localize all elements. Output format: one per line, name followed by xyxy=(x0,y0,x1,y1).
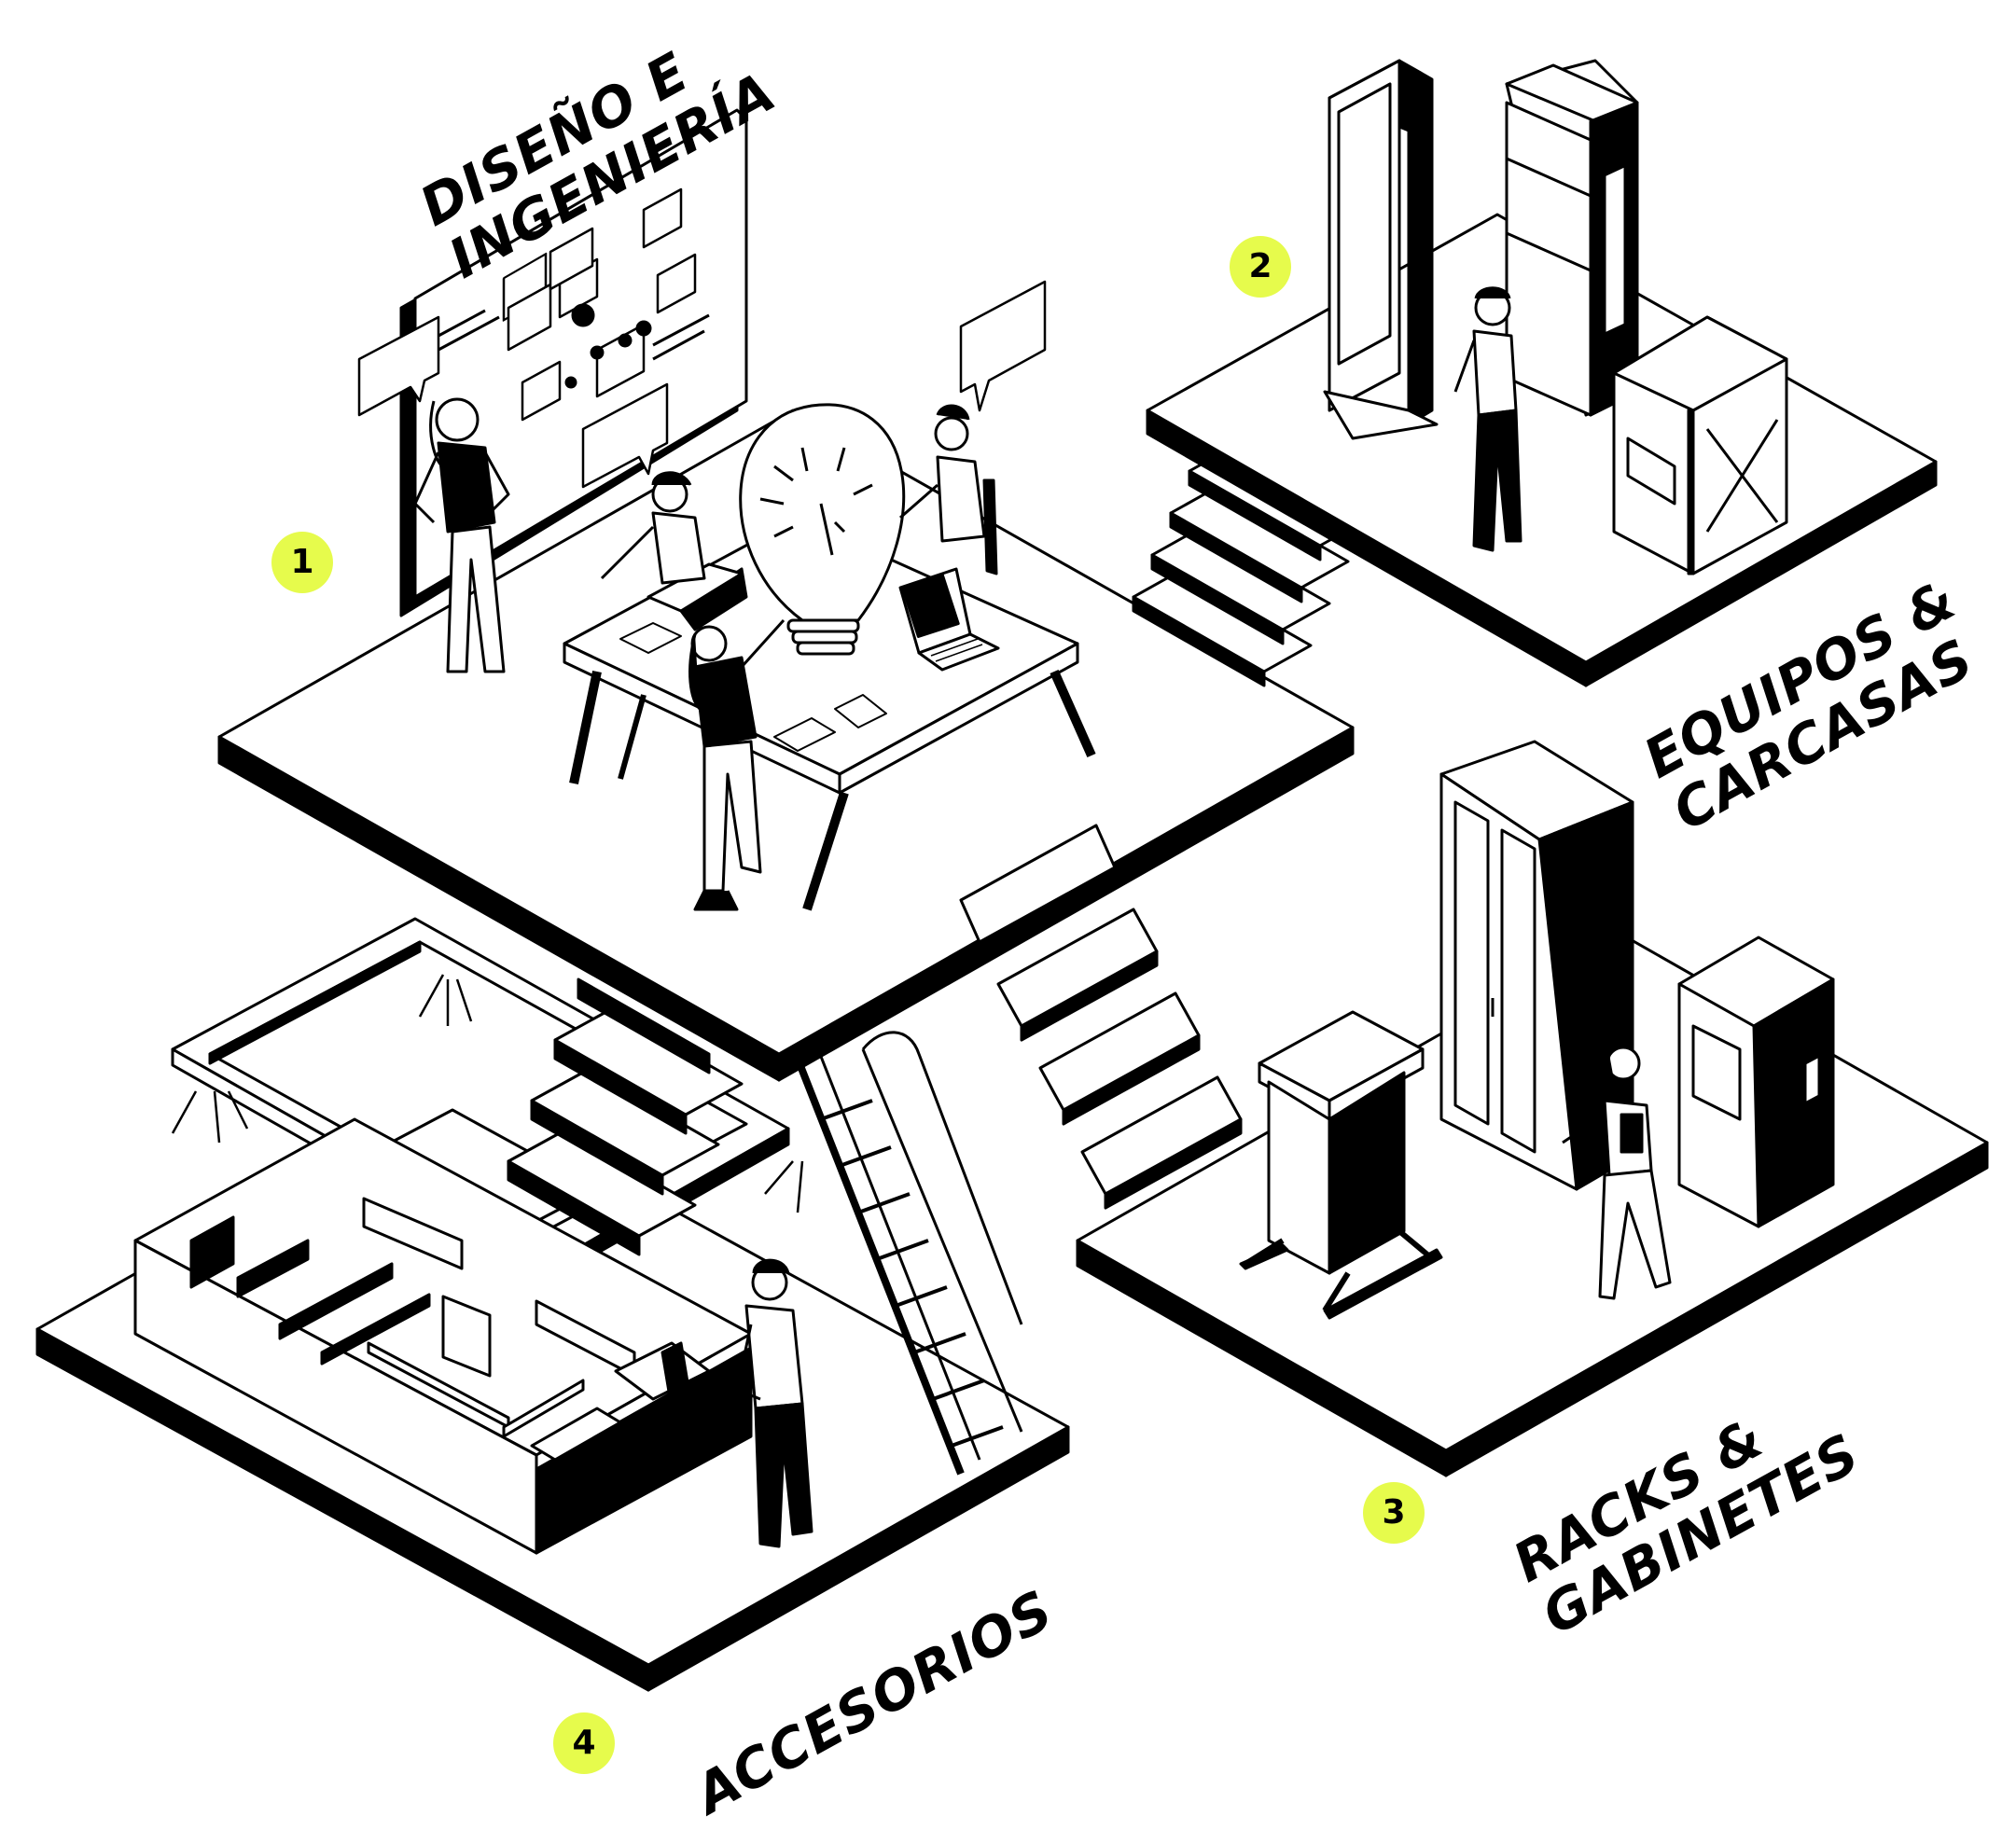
stairs-lower xyxy=(959,824,1243,1210)
light-rays xyxy=(171,974,804,1213)
speech-bubbles xyxy=(357,280,1047,489)
section-number-4: 4 xyxy=(553,1712,615,1774)
person-woman-front xyxy=(688,618,786,911)
person-standing-man xyxy=(1453,286,1522,552)
wall-cabinet-icon xyxy=(1677,936,1835,1228)
section-number-1: 1 xyxy=(271,532,333,593)
stairs-opening xyxy=(507,977,744,1256)
section-number-3: 3 xyxy=(1363,1482,1425,1544)
person-sitting-right xyxy=(899,404,998,575)
laptop-icon xyxy=(898,567,1000,672)
accessories-counter xyxy=(133,1117,753,1555)
ladder-icon xyxy=(794,1031,1023,1476)
kiosk-cabinet-icon xyxy=(1505,59,1639,417)
totem-display-icon xyxy=(1323,59,1439,440)
server-rack-icon xyxy=(1439,740,1634,1191)
person-sitting-center xyxy=(600,471,706,585)
person-standing-woman xyxy=(413,397,510,673)
lightbulb-icon xyxy=(739,403,906,656)
section-number-2: 2 xyxy=(1230,236,1291,298)
outdoor-cabinet-icon xyxy=(1239,1010,1443,1320)
housing-frame-icon xyxy=(1612,315,1788,575)
person-woman-walking xyxy=(1562,1046,1672,1300)
person-standing-accessories xyxy=(735,1258,813,1548)
